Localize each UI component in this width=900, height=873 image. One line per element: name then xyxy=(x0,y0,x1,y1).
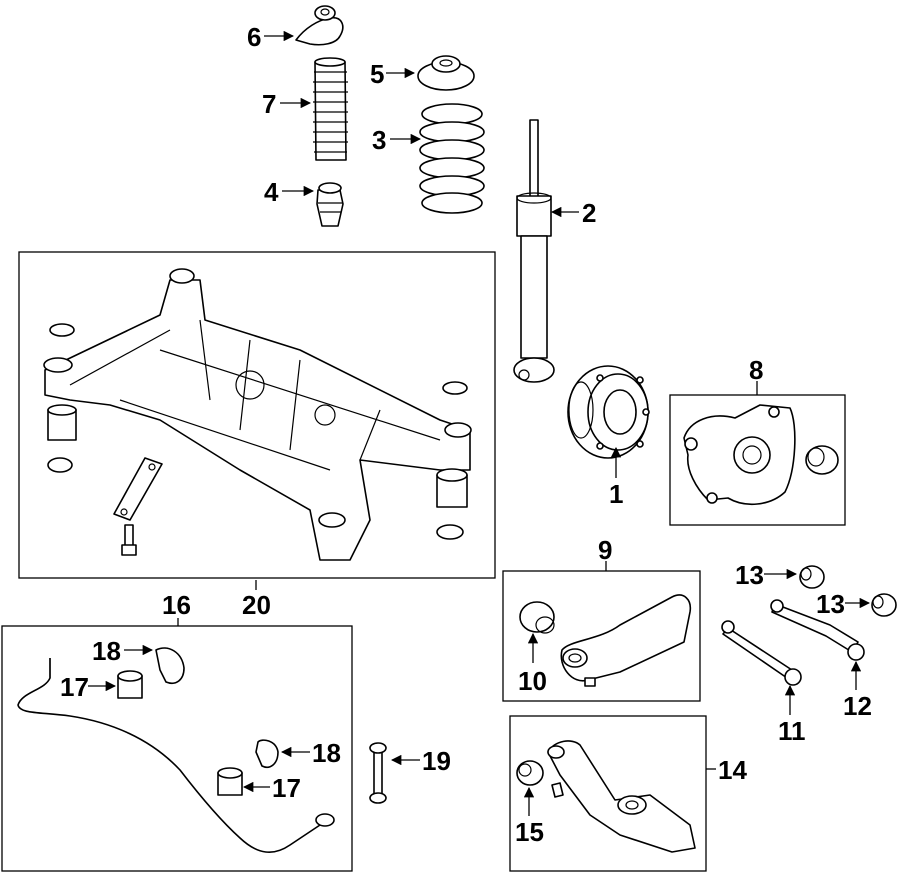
callout-4: 4 xyxy=(264,177,279,207)
callout-18a: 18 xyxy=(92,636,121,666)
callout-9: 9 xyxy=(598,535,612,565)
stabilizer-bushing-17b-part xyxy=(217,767,243,796)
lower-control-arm-part xyxy=(547,740,696,853)
bushing-13a-part xyxy=(799,565,825,589)
bushing-13b-part xyxy=(871,593,897,617)
callout-20: 20 xyxy=(242,590,271,620)
dust-boot-part xyxy=(313,57,348,161)
callout-3: 3 xyxy=(372,125,386,155)
callout-10: 10 xyxy=(518,666,547,696)
callout-13b: 13 xyxy=(816,589,845,619)
callout-17a: 17 xyxy=(60,672,89,702)
trailing-arm-part xyxy=(560,594,692,687)
lower-arm-bushing-part xyxy=(516,760,564,798)
trailing-arm-group-box xyxy=(502,570,701,702)
upper-mount-part xyxy=(295,5,344,46)
callout-11: 11 xyxy=(778,716,806,746)
spring-seat-part xyxy=(417,55,475,91)
callout-6: 6 xyxy=(247,22,261,52)
callout-7: 7 xyxy=(262,89,276,119)
callout-14: 14 xyxy=(718,755,747,785)
callout-19: 19 xyxy=(422,746,451,776)
knuckle-bushing-part xyxy=(805,445,839,475)
coil-spring-part xyxy=(419,103,485,214)
stabilizer-bar-part xyxy=(17,658,335,853)
stabilizer-bracket-18a-part xyxy=(155,647,185,684)
lower-arm-group-box xyxy=(509,715,707,872)
crossmember-bushing-left xyxy=(47,323,77,473)
callout-12: 12 xyxy=(843,691,872,721)
callout-17b: 17 xyxy=(272,773,301,803)
crossmember-group-box xyxy=(18,251,496,579)
stabilizer-bracket-18b-part xyxy=(255,739,279,768)
hub-bearing-part xyxy=(567,365,650,459)
upper-arm-part xyxy=(770,599,865,661)
callout-13a: 13 xyxy=(735,560,764,590)
crossmember-part xyxy=(43,268,472,561)
callout-1: 1 xyxy=(609,479,623,509)
callout-2: 2 xyxy=(582,198,596,228)
stabilizer-link-part xyxy=(369,742,387,804)
knuckle-part xyxy=(683,404,839,506)
callout-18b: 18 xyxy=(312,738,341,768)
crossmember-bracket xyxy=(113,457,163,521)
crossmember-bushing-right xyxy=(436,381,468,540)
trailing-arm-bushing-part xyxy=(519,601,555,634)
lateral-link-part xyxy=(721,620,802,686)
crossmember-bolt xyxy=(121,524,137,556)
stabilizer-bushing-17a-part xyxy=(117,670,143,699)
shock-absorber-part xyxy=(513,119,555,383)
callout-15: 15 xyxy=(515,817,544,847)
bump-stopper-part xyxy=(316,182,344,227)
callout-16: 16 xyxy=(162,590,191,620)
callout-8: 8 xyxy=(749,355,763,385)
stabilizer-group-box xyxy=(1,625,353,872)
callout-5: 5 xyxy=(370,59,384,89)
